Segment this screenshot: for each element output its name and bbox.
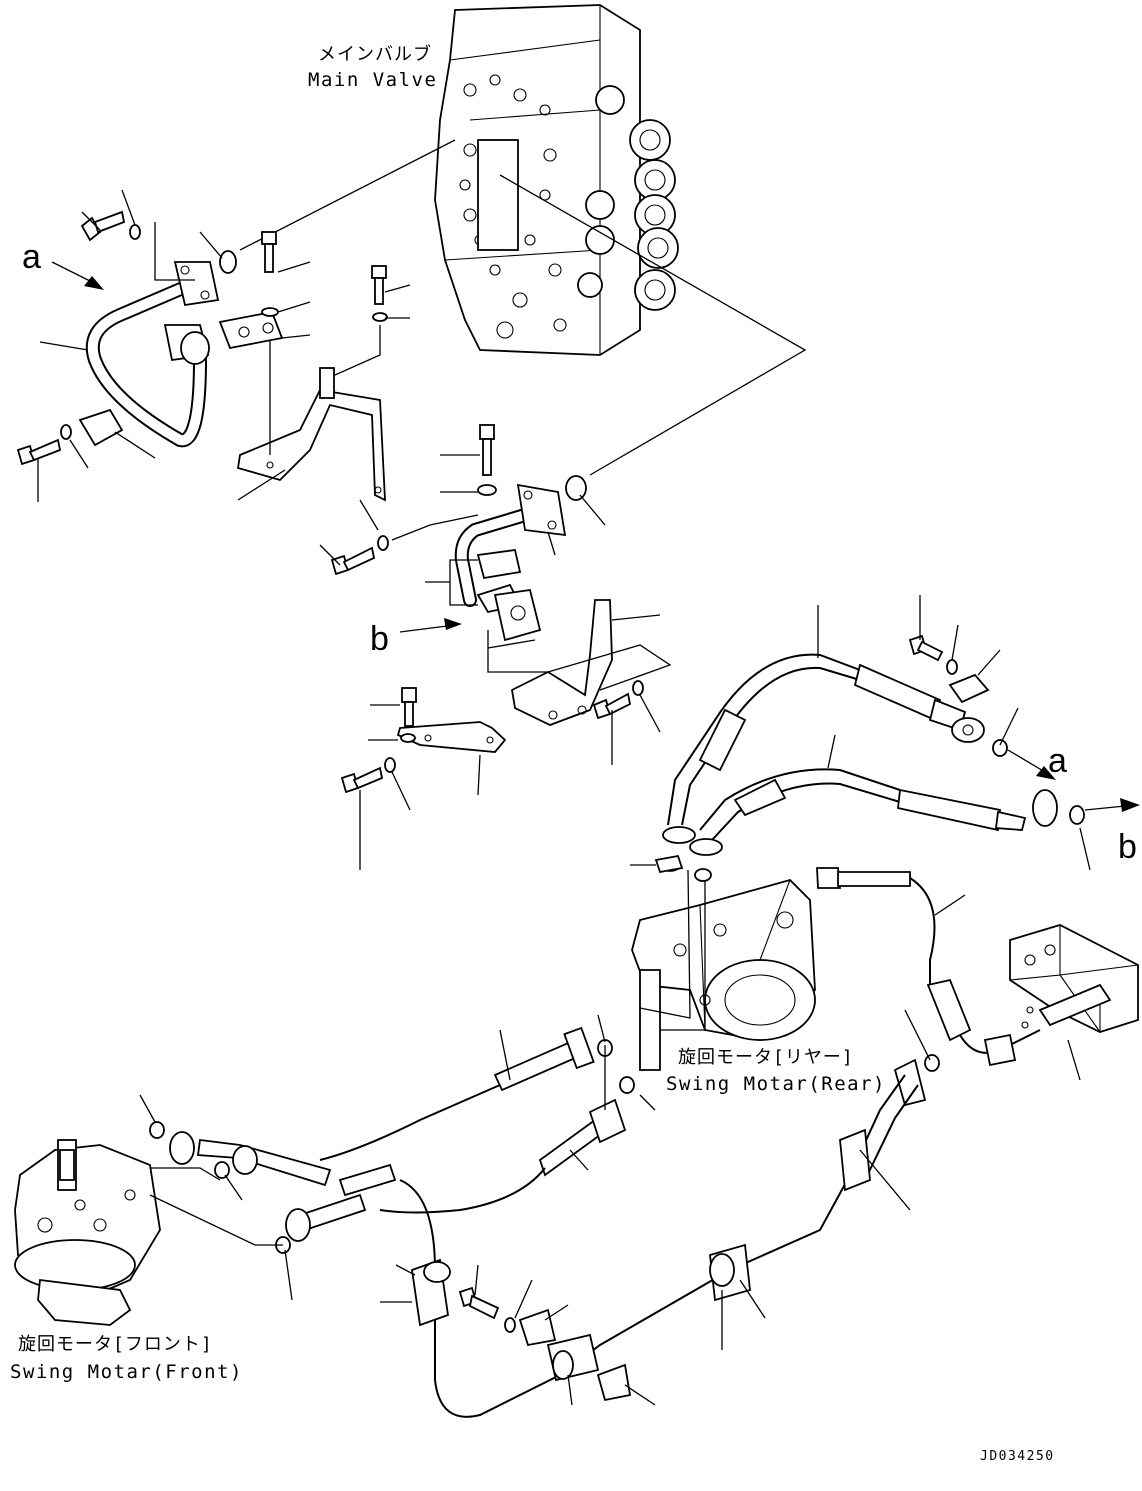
lower-right-hose: [399, 1058, 927, 1418]
washer: [129, 224, 141, 240]
washer: [384, 757, 396, 773]
swing-motor-rear-label-jp: 旋回モータ[リヤー]: [678, 1047, 854, 1068]
fitting: [654, 854, 684, 874]
o-ring: [1069, 805, 1085, 825]
washer: [632, 680, 644, 696]
leader-line: [487, 630, 672, 691]
bolt: [458, 1286, 500, 1320]
view-marker-b-right: [1084, 798, 1140, 812]
washer: [504, 1317, 516, 1333]
view-marker-b-right-label: b: [1118, 828, 1137, 866]
valve-block: [1009, 924, 1139, 1033]
view-marker-a-right: [1007, 749, 1056, 780]
washer: [372, 312, 388, 322]
bolt: [16, 438, 62, 466]
leader-line: [334, 325, 381, 376]
lower-pipes: [169, 1026, 627, 1242]
view-marker-a-left: [51, 261, 104, 290]
view-marker-b-left-label: b: [370, 620, 389, 658]
callout-leaders: [37, 189, 1091, 1406]
main-valve: [434, 4, 679, 356]
clamp: [546, 1333, 600, 1382]
bolt: [261, 231, 277, 273]
o-ring: [565, 475, 587, 501]
swing-motor-front-label-en: Swing Motar(Front): [10, 1361, 243, 1383]
washer: [261, 307, 279, 317]
view-marker-a-left-label: a: [22, 238, 41, 276]
washer: [946, 659, 958, 675]
washer: [477, 484, 497, 496]
washer: [400, 733, 416, 743]
main-valve-label-jp: メインバルブ: [318, 43, 432, 65]
bolt: [330, 546, 376, 576]
bolt: [592, 692, 632, 720]
leader-line: [391, 514, 479, 541]
bolt: [371, 265, 387, 305]
swing-motor-rear-label-en: Swing Motar(Rear): [666, 1073, 886, 1095]
leader-line: [499, 174, 807, 476]
bolt: [401, 687, 417, 727]
o-ring: [219, 250, 237, 274]
clamp-half: [596, 1363, 632, 1402]
bolt: [479, 424, 495, 476]
swing-motor-front: [14, 1139, 161, 1326]
view-marker-b-left: [399, 618, 462, 633]
support-bracket: [511, 599, 613, 726]
swing-motor-front-label-jp: 旋回モータ[フロント]: [18, 1334, 213, 1355]
upper-left-pipe-assembly: [78, 261, 284, 448]
o-ring: [214, 1161, 230, 1179]
valve-spools: [577, 85, 679, 311]
o-ring: [694, 868, 712, 882]
center-pipe-assembly: [454, 483, 567, 642]
valve-ports: [459, 74, 567, 339]
bolt: [80, 210, 126, 242]
support-bracket: [236, 367, 386, 502]
leader-line: [150, 1167, 221, 1181]
drawing-code: JD034250: [980, 1449, 1055, 1464]
clamp: [411, 1258, 451, 1327]
clamp: [709, 1243, 751, 1302]
right-drain-hose: [816, 867, 1041, 1067]
upper-right-hoses: [662, 653, 1058, 856]
bolt: [908, 634, 944, 662]
washer: [377, 535, 389, 551]
o-ring: [924, 1054, 940, 1072]
o-ring: [992, 739, 1008, 757]
view-marker-a-right-label: a: [1048, 742, 1067, 780]
leader-line: [149, 1194, 283, 1246]
o-ring: [619, 1076, 635, 1094]
clamp-half: [518, 1308, 557, 1347]
clamp-half: [948, 673, 990, 704]
washer: [60, 424, 72, 440]
swing-motor-rear: [631, 878, 816, 1071]
main-valve-label-en: Main Valve: [308, 69, 437, 91]
o-ring: [149, 1121, 165, 1139]
bolt: [340, 766, 384, 794]
